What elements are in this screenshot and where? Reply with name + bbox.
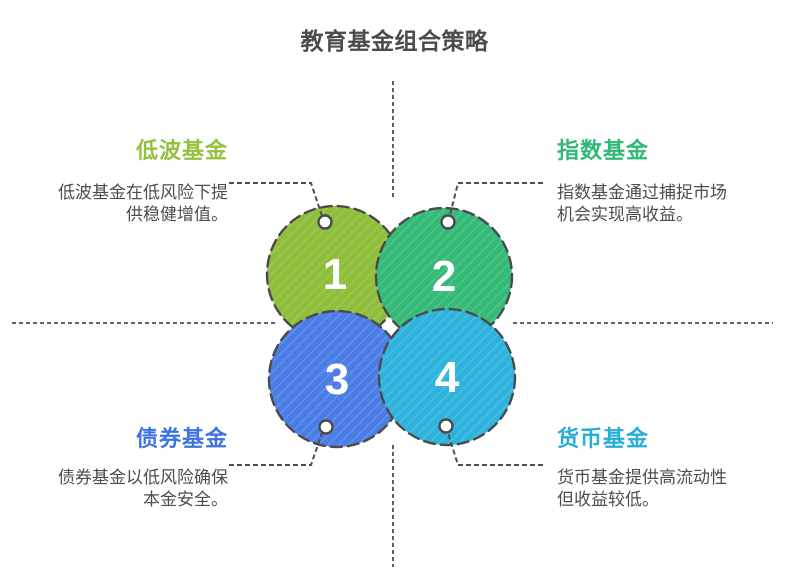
circle-2-anchor-ring <box>440 214 456 230</box>
circle-3-anchor-ring <box>318 419 334 435</box>
quadrant-3-description-line-1: 债券基金以低风险确保 <box>58 468 228 487</box>
quadrant-2-description: 指数基金通过捕捉市场 机会实现高收益。 <box>557 182 749 226</box>
page-title: 教育基金组合策略 <box>300 28 489 54</box>
circle-4 <box>377 307 517 447</box>
quadrant-4-description-line-2: 但收益较低。 <box>557 490 659 509</box>
quadrant-1-title: 低波基金 <box>135 138 228 163</box>
quadrant-3-title: 债券基金 <box>135 426 228 451</box>
quadrant-2-title: 指数基金 <box>557 138 650 163</box>
circle-4-anchor-ring <box>438 418 454 434</box>
circle-4-number: 4 <box>435 353 460 402</box>
quadrant-3-label-block: 债券基金 债券基金以低风险确保 本金安全。 <box>36 426 228 511</box>
quadrant-4-connector <box>447 432 543 466</box>
quadrant-4-description-line-1: 货币基金提供高流动性 <box>557 468 727 487</box>
quadrant-1-connector <box>229 182 323 217</box>
quadrant-2-description-line-1: 指数基金通过捕捉市场 <box>557 183 727 202</box>
quadrant-2-connector <box>449 182 543 216</box>
circle-3-number: 3 <box>325 355 349 404</box>
circle-2-number: 2 <box>432 252 456 301</box>
quadrant-3-description: 债券基金以低风险确保 本金安全。 <box>36 467 228 511</box>
quadrant-4-label-block: 货币基金 货币基金提供高流动性 但收益较低。 <box>557 426 749 511</box>
quadrant-3-connector <box>229 432 323 466</box>
quadrant-1-description-line-2: 供稳健增值。 <box>126 205 228 224</box>
circle-1-anchor-ring <box>317 214 333 230</box>
quadrant-1-label-block: 低波基金 低波基金在低风险下提 供稳健增值。 <box>36 138 228 226</box>
quadrant-3-description-line-2: 本金安全。 <box>143 490 228 509</box>
quadrant-4-title: 货币基金 <box>557 426 650 451</box>
quadrant-4-description: 货币基金提供高流动性 但收益较低。 <box>557 467 749 511</box>
quadrant-2-description-line-2: 机会实现高收益。 <box>557 205 693 224</box>
circle-1-number: 1 <box>323 250 347 299</box>
circle-1 <box>265 204 405 344</box>
quadrant-1-description-line-1: 低波基金在低风险下提 <box>58 183 228 202</box>
quadrant-2-label-block: 指数基金 指数基金通过捕捉市场 机会实现高收益。 <box>557 138 749 226</box>
quadrant-1-description: 低波基金在低风险下提 供稳健增值。 <box>36 182 228 226</box>
